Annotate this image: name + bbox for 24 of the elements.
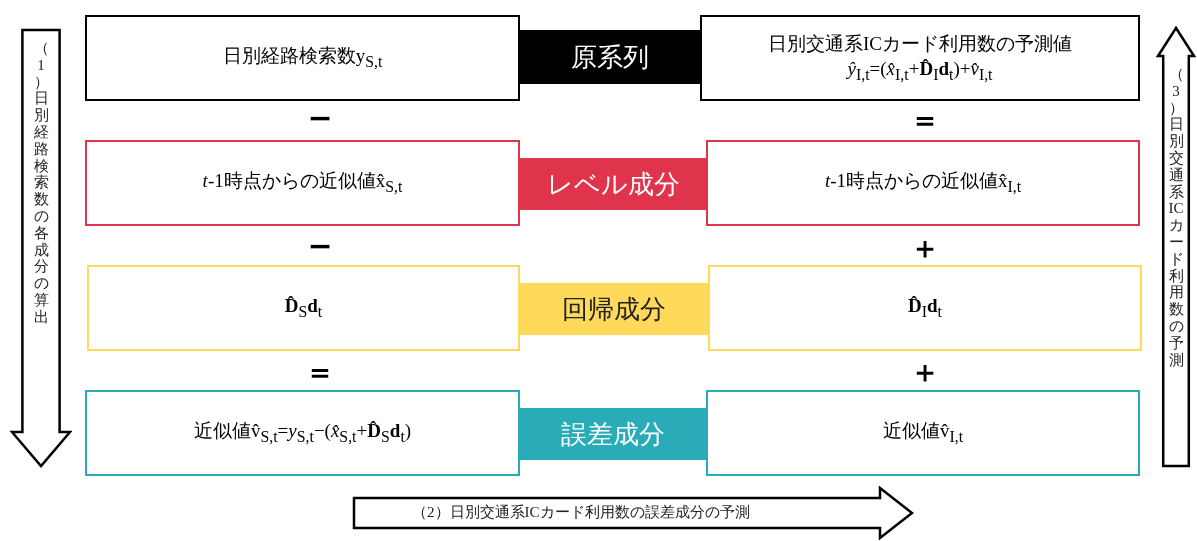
formula-box: 近似値v̂$_{S,t}$=y$_{S,t}$−(x̂$_{S,t}$+D̂$_{S}$d$_{t}$) bbox=[85, 390, 520, 476]
arrow-label: （3）日別交通系ICカード利用数の予測 bbox=[1168, 66, 1184, 369]
operator-sign: − bbox=[306, 100, 334, 135]
operator-sign: ＝ bbox=[909, 101, 941, 139]
component-label: レベル成分 bbox=[520, 158, 706, 210]
formula-box: t-1時点からの近似値x̂$_{I,t}$ bbox=[706, 140, 1140, 226]
component-label: 誤差成分 bbox=[520, 408, 706, 460]
block-arrow bbox=[1156, 26, 1196, 468]
component-label: 原系列 bbox=[520, 30, 700, 84]
formula-box: t-1時点からの近似値x̂$_{S,t}$ bbox=[85, 140, 520, 226]
operator-sign: − bbox=[306, 228, 334, 263]
arrow-label: （2）日別交通系ICカード利用数の誤差成分の予測 bbox=[412, 503, 750, 522]
component-label: 回帰成分 bbox=[520, 283, 708, 335]
block-arrow bbox=[352, 486, 914, 540]
operator-sign: ＋ bbox=[909, 353, 941, 391]
arrow-label: （1）日別経路検索数の各成分の算出 bbox=[33, 40, 49, 326]
formula-box: 日別経路検索数y$_{S,t}$ bbox=[85, 15, 520, 101]
operator-sign: ＝ bbox=[304, 353, 336, 391]
formula-box: D̂$_{I}$d$_{t}$ bbox=[708, 265, 1142, 351]
formula-box: 近似値v̂$_{I,t}$ bbox=[706, 390, 1140, 476]
formula-box: 日別交通系ICカード利用数の予測値 ŷ$_{I,t}$=(x̂$_{I,t}$+D̂$_{I}$d$_{t}$)+v̂$_{I,t}$ bbox=[700, 15, 1140, 101]
formula-box: D̂$_{S}$d$_{t}$ bbox=[87, 265, 520, 351]
operator-sign: ＋ bbox=[909, 229, 941, 267]
block-arrow bbox=[10, 28, 72, 468]
